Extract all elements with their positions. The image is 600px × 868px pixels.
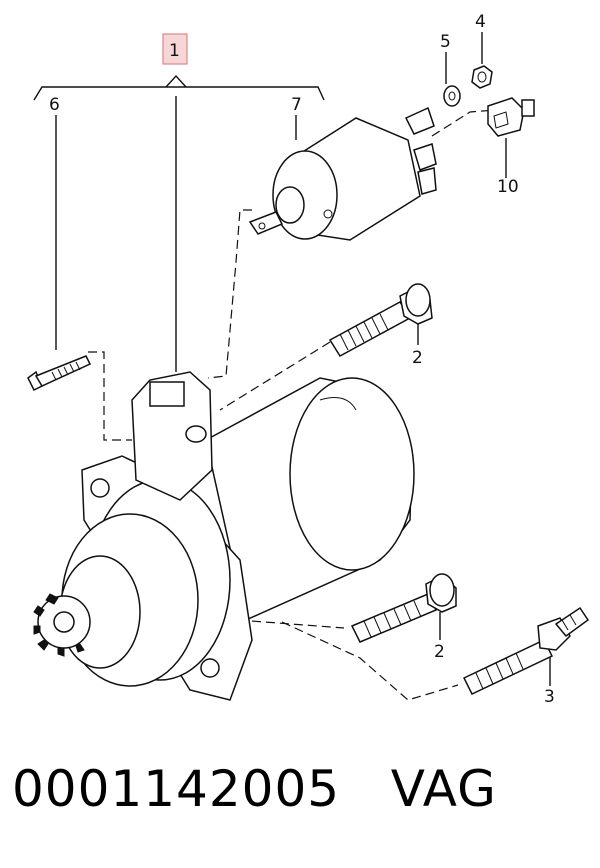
callout-5[interactable]: 5 [440, 32, 451, 52]
bolt-lower-part-2 [350, 573, 457, 643]
nut-part-4 [471, 65, 493, 89]
callout-10[interactable]: 10 [497, 177, 519, 197]
stud-bolt-part-3 [462, 606, 590, 695]
washer-part-5 [443, 85, 461, 107]
callout-3[interactable]: 3 [544, 687, 555, 707]
callout-6[interactable]: 6 [49, 95, 60, 115]
starter-motor-housing [59, 377, 415, 701]
callout-7[interactable]: 7 [291, 95, 302, 115]
callout-4[interactable]: 4 [475, 12, 486, 32]
screw-part-6 [27, 355, 92, 392]
callout-2-lower[interactable]: 2 [434, 642, 445, 662]
terminal-part-10 [487, 97, 535, 137]
pinion-gear [33, 593, 91, 657]
solenoid-mount-block [131, 371, 213, 501]
callout-2-upper[interactable]: 2 [412, 348, 423, 368]
bolt-upper-part-2 [328, 283, 433, 357]
part-number-caption: 0001142005 VAG [12, 760, 497, 818]
callout-1[interactable]: 1 [169, 41, 180, 61]
solenoid-part-7 [248, 106, 437, 241]
callout-1-highlight [162, 33, 188, 65]
assembly-bracket [33, 32, 551, 686]
starter-motor-exploded-diagram: 1 4 5 6 7 10 2 2 3 [27, 12, 590, 707]
